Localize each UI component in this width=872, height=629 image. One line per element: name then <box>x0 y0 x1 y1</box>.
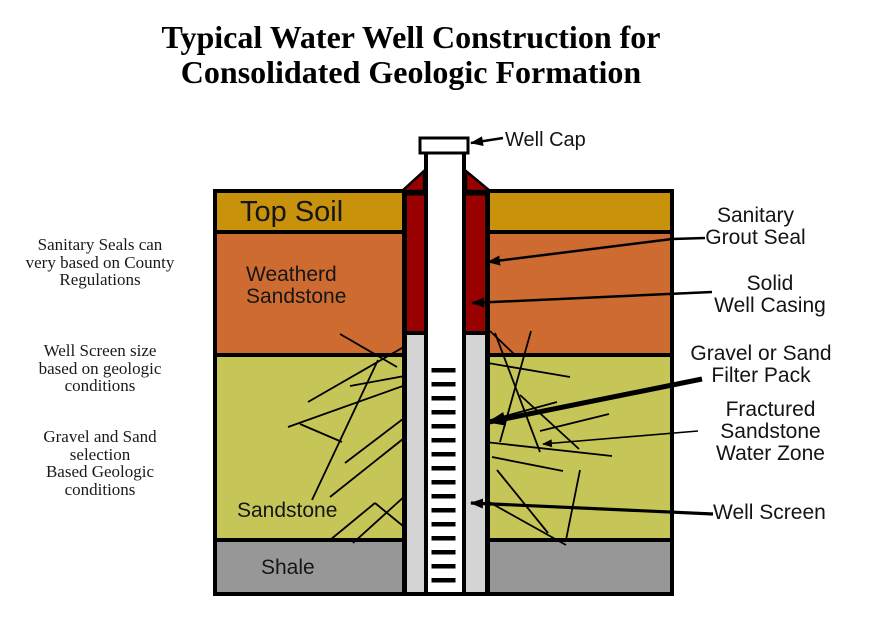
screen-slot <box>431 564 456 569</box>
note-line: based on geologic <box>38 358 162 378</box>
callout-arrows <box>470 136 714 516</box>
grout-flare-left <box>398 168 426 193</box>
callout-line: Sandstone <box>720 420 821 443</box>
screen-slot <box>431 410 456 415</box>
filter-pack-left <box>407 335 424 594</box>
grout-seal-left <box>407 191 424 331</box>
well-casing-arrow <box>471 290 713 308</box>
screen-slot <box>431 550 456 555</box>
grout-seal-right <box>466 191 485 331</box>
filter-pack-arrow <box>487 376 703 426</box>
filter-pack-right <box>466 335 485 594</box>
note-line: conditions <box>64 376 136 395</box>
screen-slot <box>431 396 456 401</box>
screen-slot <box>431 466 456 471</box>
note-line: Well Screen size <box>43 341 157 360</box>
callout-line: Grout Seal <box>705 226 806 249</box>
shale-label: Shale <box>261 556 315 579</box>
page-title-line2: Consolidated Geologic Formation <box>180 54 642 90</box>
note-sanitary-seals: Sanitary Seals can very based on County … <box>15 236 185 289</box>
well-cap-label: Well Cap <box>505 129 586 151</box>
callout-line: Fractured <box>725 398 816 421</box>
note-well-screen-size: Well Screen size based on geologic condi… <box>15 342 185 395</box>
weathered-label-line2: Sandstone <box>246 285 347 308</box>
diagram-bottom-border <box>213 592 674 596</box>
screen-slot <box>431 494 456 499</box>
callout-line: Water Zone <box>716 442 825 465</box>
screen-slot <box>431 522 456 527</box>
weathered-sandstone-label: Weatherd Sandstone <box>246 264 346 308</box>
well-screen-arrow <box>470 498 714 516</box>
note-gravel-selection: Gravel and Sand selection Based Geologic… <box>15 428 185 498</box>
well-cap-arrow <box>470 136 504 147</box>
grout-gravel-divider-right <box>466 331 485 335</box>
screen-slot <box>431 368 456 373</box>
grout-flare-right <box>464 168 494 193</box>
screen-slot <box>431 452 456 457</box>
screen-slot <box>431 508 456 513</box>
callout-line: Well Casing <box>714 294 826 317</box>
note-line: Based Geologic <box>45 462 155 481</box>
note-line: selection <box>69 444 131 464</box>
screen-slot <box>431 438 456 443</box>
gravel-filter-pack-label: Gravel or Sand Filter Pack <box>686 343 836 387</box>
screen-slot <box>431 578 456 583</box>
well-screen-label: Well Screen <box>713 501 826 524</box>
topsoil-label: Top Soil <box>240 196 344 228</box>
well-assembly <box>213 136 674 596</box>
screen-slot <box>431 536 456 541</box>
callout-line: Solid <box>746 272 794 295</box>
grout-seal-arrow <box>487 236 706 266</box>
page-title-line1: Typical Water Well Construction for <box>161 19 661 55</box>
casing-wall-left <box>424 152 428 594</box>
callout-line: Gravel or Sand <box>690 342 832 365</box>
sandstone-label: Sandstone <box>237 499 338 522</box>
note-line: Sanitary Seals can <box>37 235 163 254</box>
screen-slot <box>431 382 456 387</box>
screen-slot <box>431 424 456 429</box>
callout-line: Sanitary <box>716 204 795 227</box>
note-line: Regulations <box>59 270 141 289</box>
borehole-wall-left <box>402 191 407 594</box>
screen-slot <box>431 480 456 485</box>
casing-wall-right <box>462 152 466 594</box>
borehole-wall-right <box>485 191 490 594</box>
screen-slots <box>431 368 456 583</box>
weathered-label-line1: Weatherd <box>246 263 337 286</box>
ground-line-right <box>464 191 490 196</box>
callout-line: Filter Pack <box>711 364 811 387</box>
solid-well-casing-label: Solid Well Casing <box>700 273 840 317</box>
page-title: Typical Water Well Construction for Cons… <box>38 20 784 90</box>
ground-line-left <box>402 191 426 196</box>
grout-gravel-divider-left <box>407 331 424 335</box>
fractured-zone-arrow <box>542 430 699 448</box>
note-line: very based on County <box>25 252 175 272</box>
well-cap <box>418 136 470 155</box>
note-line: Gravel and Sand <box>43 427 157 446</box>
sanitary-grout-seal-label: Sanitary Grout Seal <box>688 205 823 249</box>
note-line: conditions <box>64 479 136 499</box>
fractured-zone-label: Fractured Sandstone Water Zone <box>698 399 843 465</box>
